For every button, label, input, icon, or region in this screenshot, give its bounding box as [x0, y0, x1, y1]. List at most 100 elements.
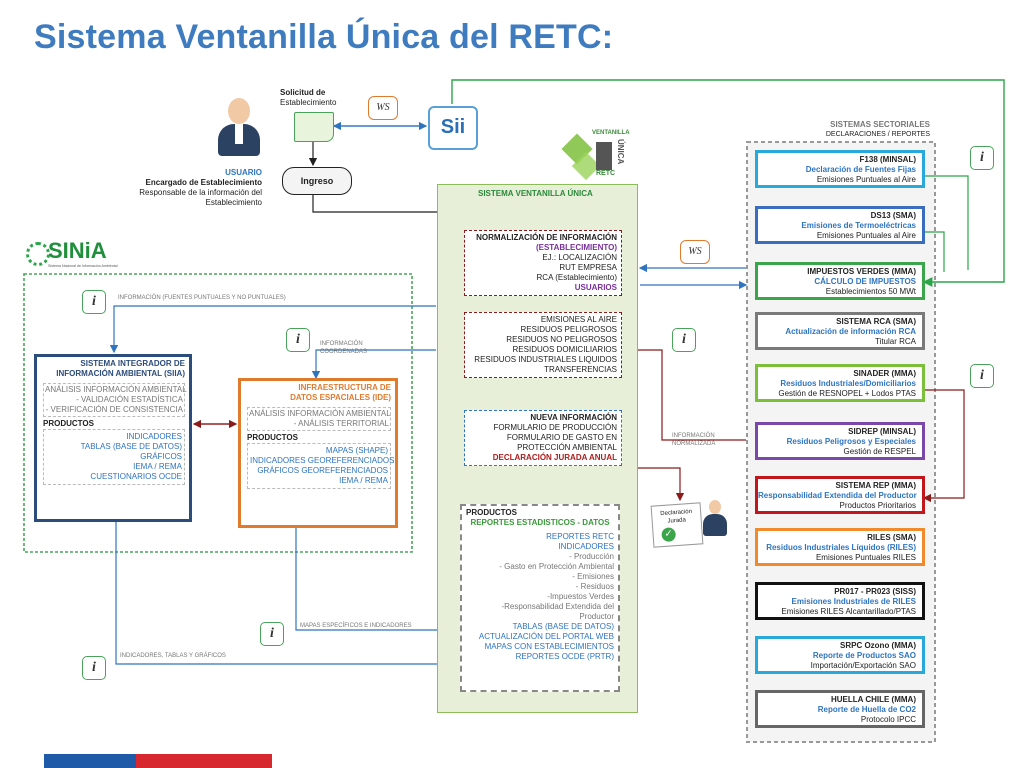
siia-item: GRÁFICOS	[140, 452, 182, 461]
solicitud-label: Solicitud de Establecimiento	[280, 88, 336, 108]
label-indicadores: INDICADORES, TABLAS Y GRÁFICOS	[120, 653, 226, 659]
nueva-line: PROTECCIÓN AMBIENTAL	[517, 443, 617, 452]
sinia-sub: Sistema Nacional de Información Ambienta…	[48, 264, 118, 268]
ws-badge-middle: WS	[680, 240, 710, 264]
sii-logo-icon: Sii	[428, 106, 478, 150]
sectorial-sub: Emisiones de Termoeléctricas	[801, 221, 916, 230]
productos-gray-item: - Emisiones	[572, 572, 614, 581]
nueva-title: NUEVA INFORMACIÓN	[530, 413, 617, 422]
info-badge-icon: i	[970, 364, 994, 388]
label-info-norm-2: NORMALIZADA	[672, 441, 716, 447]
solicitud-document-icon	[294, 112, 334, 142]
sectorial-desc: Titular RCA	[874, 337, 916, 346]
sinia-flower-icon	[26, 242, 50, 266]
sectorial-name: SISTEMA RCA (SMA)	[836, 317, 916, 326]
sectorial-sub: Residuos Industriales/Domiciliarios	[780, 379, 916, 388]
ide-title-1: INFRAESTRUCTURA DE	[298, 383, 391, 392]
productos-gray-item: - Residuos	[575, 582, 614, 591]
sectorial-sub: Declaración de Fuentes Fijas	[805, 165, 916, 174]
sectorial-desc: Productos Prioritarios	[839, 501, 916, 510]
ide-item: IEMA / REMA	[339, 476, 388, 485]
sinia-logo: SINiA Sistema Nacional de Información Am…	[26, 238, 136, 272]
solicitud-line-1: Solicitud de	[280, 88, 326, 97]
emis-item: RESIDUOS PELIGROSOS	[520, 325, 617, 334]
emisiones-box: EMISIONES AL AIRE RESIDUOS PELIGROSOS RE…	[464, 312, 622, 378]
sectorial-sub: Emisiones Industriales de RILES	[791, 597, 916, 606]
nueva-line: FORMULARIO DE PRODUCCIÓN	[493, 423, 617, 432]
nueva-info-box: NUEVA INFORMACIÓN FORMULARIO DE PRODUCCI…	[464, 410, 622, 466]
sectorial-name: F138 (MINSAL)	[859, 155, 916, 164]
siia-item: TABLAS (BASE DE DATOS)	[80, 442, 182, 451]
sectorial-name: RILES (SMA)	[867, 533, 916, 542]
productos-gray-item: -Impuestos Verdes	[547, 592, 614, 601]
sectorial-system-box: HUELLA CHILE (MMA)Reporte de Huella de C…	[755, 690, 925, 728]
usuario-avatar-icon	[216, 96, 262, 158]
sectorial-sub: Actualización de información RCA	[785, 327, 916, 336]
norm-line-3: RCA (Establecimiento)	[536, 273, 617, 282]
ventanilla-unica-logo-icon: VENTANILLA ÚNICA RETC	[561, 130, 638, 182]
siia-productos: PRODUCTOS	[43, 419, 94, 428]
sectorial-sub: Reporte de Productos SAO	[812, 651, 916, 660]
sectorial-desc: Gestión de RESPEL	[843, 447, 916, 456]
emis-item: RESIDUOS DOMICILIARIOS	[512, 345, 617, 354]
sectorial-name: PR017 - PR023 (SISS)	[834, 587, 916, 596]
sectorial-name: SRPC Ozono (MMA)	[840, 641, 916, 650]
footer-bar-blue	[44, 754, 136, 768]
productos-blue-item: TABLAS (BASE DE DATOS)	[512, 622, 614, 631]
productos-blue-item: REPORTES OCDE (PRTR)	[515, 652, 614, 661]
siia-box: SISTEMA INTEGRADOR DE INFORMACIÓN AMBIEN…	[34, 354, 192, 522]
sectoriales-header: SISTEMAS SECTORIALES DECLARACIONES / REP…	[780, 120, 930, 140]
siia-title-1: SISTEMA INTEGRADOR DE	[80, 359, 185, 368]
productos-title: PRODUCTOS	[466, 508, 517, 517]
sectorial-name: SINADER (MMA)	[853, 369, 916, 378]
siia-item: CUESTIONARIOS OCDE	[90, 472, 182, 481]
label-mapas: MAPAS ESPECÍFICOS E INDICADORES	[300, 623, 412, 629]
sectorial-system-box: IMPUESTOS VERDES (MMA)CÁLCULO DE IMPUEST…	[755, 262, 925, 300]
sectorial-desc: Protocolo IPCC	[860, 715, 916, 724]
ide-item: GRÁFICOS GEOREFERENCIADOS	[257, 466, 388, 475]
ws-badge-top: WS	[368, 96, 398, 120]
siia-val-1: - VALIDACIÓN ESTADÍSTICA	[76, 395, 183, 404]
sectorial-name: DS13 (SMA)	[870, 211, 916, 220]
check-icon: ✓	[661, 527, 677, 543]
nueva-line: FORMULARIO DE GASTO EN	[506, 433, 617, 442]
ide-terr: - ANÁLISIS TERRITORIAL	[293, 419, 389, 428]
sectorial-name: HUELLA CHILE (MMA)	[830, 695, 916, 704]
ide-analisis: ANÁLISIS INFORMACIÓN AMBIENTAL	[249, 409, 391, 418]
sectorial-system-box: SISTEMA REP (MMA)Responsabilidad Extendi…	[755, 476, 925, 514]
sectorial-sub: Residuos Industriales Líquidos (RILES)	[766, 543, 916, 552]
sectoriales-title: SISTEMAS SECTORIALES	[830, 120, 930, 129]
norm-line-1: EJ.: LOCALIZACIÓN	[542, 253, 617, 262]
usuario-label: USUARIO	[225, 168, 262, 177]
sectorial-name: IMPUESTOS VERDES (MMA)	[807, 267, 916, 276]
usuario-desc-1: Responsable de la información del	[139, 188, 262, 197]
sectorial-desc: Establecimientos 50 MWt	[825, 287, 916, 296]
sectorial-name: SISTEMA REP (MMA)	[835, 481, 916, 490]
productos-gray-item: - Producción	[569, 552, 614, 561]
sectorial-system-box: SIDREP (MINSAL)Residuos Peligrosos y Esp…	[755, 422, 925, 460]
sectorial-system-box: F138 (MINSAL)Declaración de Fuentes Fija…	[755, 150, 925, 188]
productos-blue-item: REPORTES RETC	[546, 532, 614, 541]
usuario-role: Encargado de Establecimiento	[145, 178, 262, 187]
sectorial-sub: CÁLCULO DE IMPUESTOS	[814, 277, 916, 286]
label-info-coord-2: COORDENADAS	[320, 349, 368, 355]
declaracion-jurada-document-icon: Declaración Jurada ✓	[650, 502, 704, 548]
usuario-block: USUARIO Encargado de Establecimiento Res…	[100, 168, 262, 208]
productos-gray-item: Productor	[579, 612, 614, 621]
ide-productos: PRODUCTOS	[247, 433, 298, 442]
sectorial-sub: Residuos Peligrosos y Especiales	[786, 437, 916, 446]
norm-usuarios: USUARIOS	[574, 283, 617, 292]
sectorial-system-box: SISTEMA RCA (SMA)Actualización de inform…	[755, 312, 925, 350]
productos-gray-item: - Gasto en Protección Ambiental	[499, 562, 614, 571]
productos-box: PRODUCTOS REPORTES ESTADISTICOS - DATOS …	[460, 504, 620, 692]
sectorial-desc: Emisiones Puntuales RILES	[815, 553, 916, 562]
info-badge-icon: i	[970, 146, 994, 170]
sectorial-desc: Emisiones RILES Alcantarillado/PTAS	[781, 607, 916, 616]
norm-estab: (ESTABLECIMIENTO)	[535, 243, 617, 252]
norm-box: NORMALIZACIÓN DE INFORMACIÓN (ESTABLECIM…	[464, 230, 622, 296]
productos-blue-item: ACTUALIZACIÓN DEL PORTAL WEB	[478, 632, 614, 641]
ide-title-2: DATOS ESPACIALES (IDE)	[290, 393, 391, 402]
label-info-norm-1: INFORMACIÓN	[672, 433, 715, 439]
emis-item: EMISIONES AL AIRE	[540, 315, 617, 324]
